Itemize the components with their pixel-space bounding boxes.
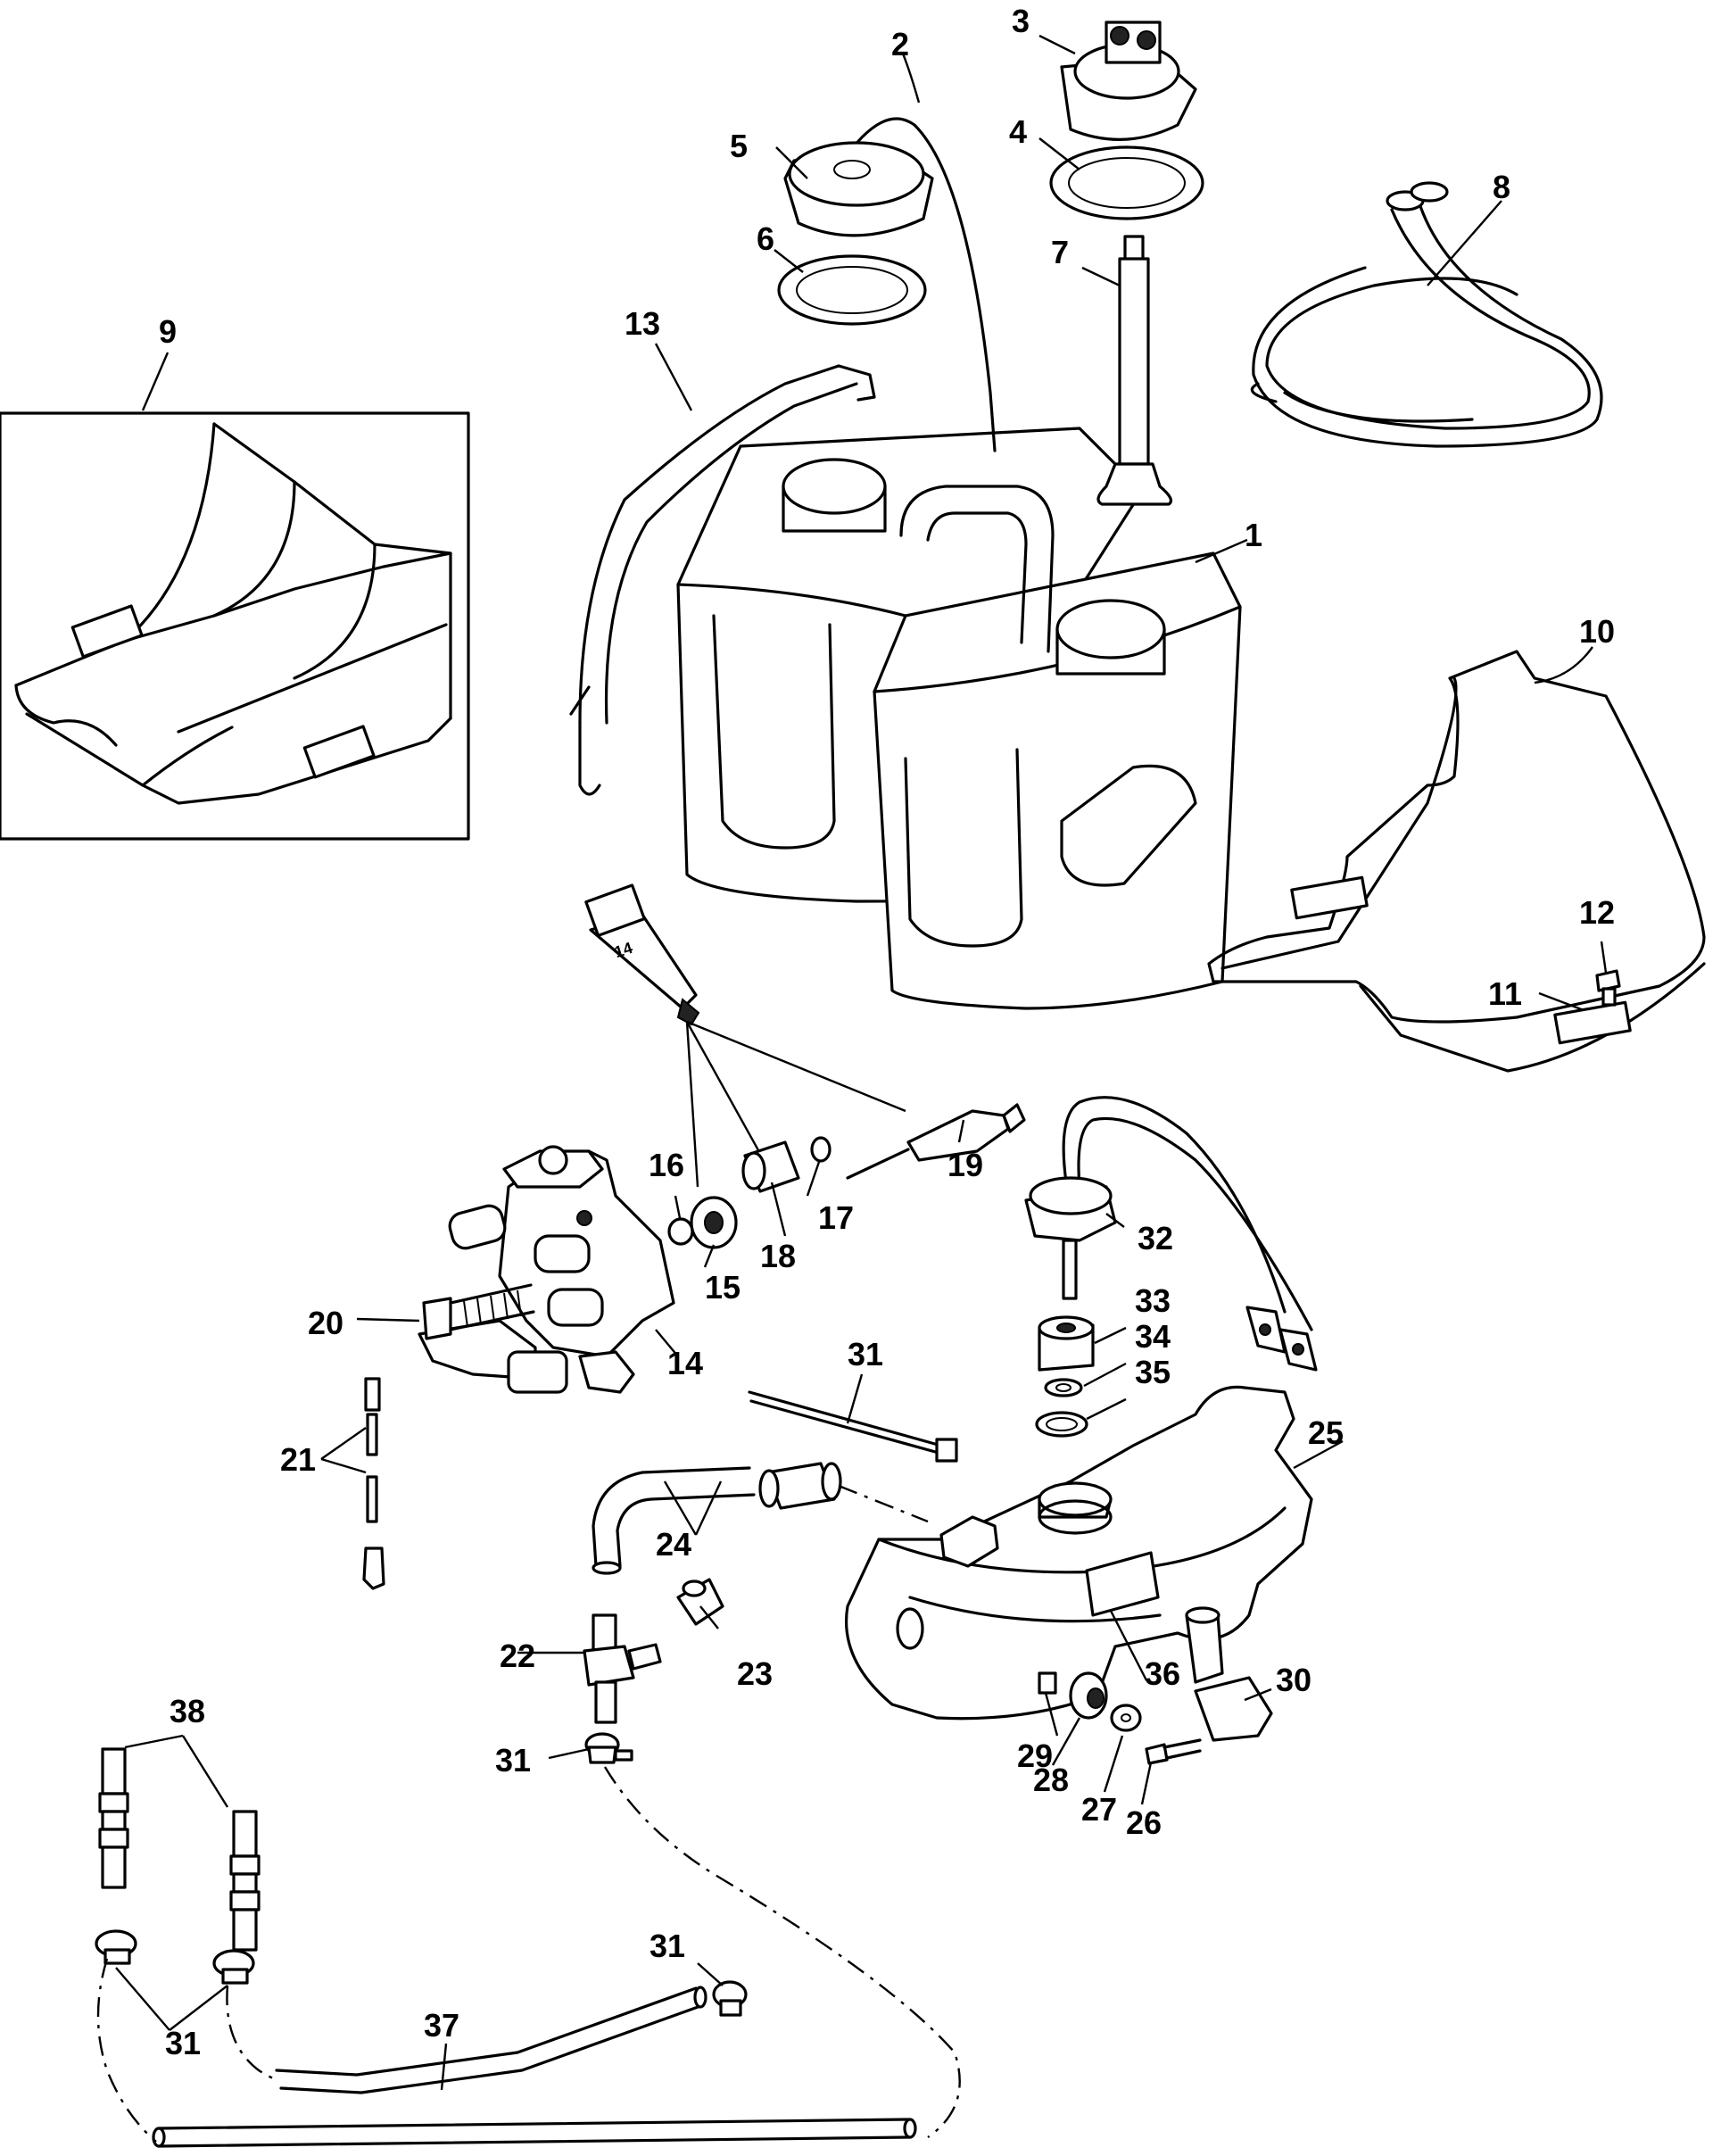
part-31-clamp-center <box>584 1732 633 1764</box>
callout-9: 9 <box>159 313 177 350</box>
part-12-screw <box>1595 969 1621 1007</box>
callout-20: 20 <box>308 1305 343 1341</box>
part-4-gasket <box>1049 145 1204 220</box>
part-23-plug <box>676 1578 724 1626</box>
leader-lines <box>115 34 1608 2091</box>
part-20-bolt <box>422 1283 535 1340</box>
callout-26: 26 <box>1126 1804 1162 1841</box>
part-31-clamp-lower-right <box>712 1980 748 2017</box>
callout-22: 22 <box>500 1638 535 1674</box>
callout-16: 16 <box>649 1147 684 1183</box>
callout-25: 25 <box>1308 1414 1344 1451</box>
part-11-clip-upper <box>1290 875 1369 920</box>
part-34-washer <box>1044 1378 1083 1397</box>
part-15-seal <box>690 1196 738 1249</box>
callout-13: 13 <box>625 305 660 342</box>
callout-12: 12 <box>1579 894 1615 931</box>
part-16-o-ring <box>667 1217 694 1246</box>
callout-11: 11 <box>1488 975 1522 1012</box>
callout-37: 37 <box>424 2007 459 2044</box>
part-5-fill-cap <box>783 141 934 237</box>
part-18-sleeve <box>741 1140 800 1193</box>
callout-29: 29 <box>1017 1737 1053 1774</box>
part-11-clip-lower <box>1553 1000 1632 1045</box>
callout-31-cable-tie: 31 <box>848 1336 883 1372</box>
part-21-pins <box>362 1377 385 1590</box>
part-31-clamp-lower-mid <box>212 1949 255 1985</box>
callout-38: 38 <box>170 1693 205 1729</box>
part-14-oil-pump <box>418 1145 675 1394</box>
part-14-sealant-tube <box>584 883 700 1026</box>
callout-27: 27 <box>1081 1791 1117 1828</box>
callout-33: 33 <box>1135 1282 1171 1319</box>
callout-15: 15 <box>705 1269 741 1306</box>
callout-31-clamp-center: 31 <box>495 1742 531 1779</box>
callout-8: 8 <box>1493 169 1510 205</box>
callout-10: 10 <box>1579 613 1615 650</box>
callout-3: 3 <box>1012 3 1030 39</box>
part-35-seal <box>1035 1411 1088 1438</box>
callout-1: 1 <box>1245 517 1262 553</box>
part-32-level-sensor <box>1024 1096 1318 1372</box>
part-10-wire-bracket <box>1207 650 1706 1073</box>
part-31-cable-tie-upper <box>748 1390 958 1463</box>
part-9-inset-box <box>0 411 470 841</box>
callout-35: 35 <box>1135 1354 1171 1390</box>
part-8-hose-coil <box>1250 181 1603 448</box>
part-19-screwdriver <box>846 1103 1026 1180</box>
callout-14: 14 <box>667 1345 703 1381</box>
callout-21: 21 <box>280 1441 316 1478</box>
callout-17: 17 <box>818 1199 854 1236</box>
callout-4: 4 <box>1009 113 1027 150</box>
part-36-decal <box>1085 1551 1160 1617</box>
callout-31-clamp-right: 31 <box>650 1928 685 1964</box>
callout-2: 2 <box>891 26 909 62</box>
part-29-spacer <box>1038 1671 1057 1695</box>
callout-32: 32 <box>1138 1220 1173 1256</box>
callout-7: 7 <box>1051 234 1069 270</box>
callout-19: 19 <box>947 1147 983 1183</box>
part-28-grommet <box>1069 1671 1108 1720</box>
part-33-spacer <box>1038 1315 1095 1372</box>
part-31-clamp-lower-left <box>95 1929 137 1965</box>
part-9-wire-carrier <box>14 422 452 805</box>
callout-24: 24 <box>656 1526 691 1563</box>
hose-route-dash-upper <box>838 1484 929 1523</box>
callout-23: 23 <box>737 1655 773 1692</box>
part-38-connector-left <box>98 1747 129 1889</box>
part-24-hose <box>592 1462 842 1575</box>
callout-5: 5 <box>730 128 748 164</box>
callout-labels: 1 2 3 4 5 6 7 8 9 10 11 12 13 14 14 15 1… <box>159 3 1615 2061</box>
callout-6: 6 <box>757 220 774 257</box>
callout-31-clamps-left: 31 <box>165 2025 201 2061</box>
part-7-pickup-tube <box>1096 235 1172 506</box>
application-lines <box>685 1020 906 1188</box>
callout-18: 18 <box>760 1238 796 1274</box>
callout-34: 34 <box>1135 1318 1171 1355</box>
part-25-oil-reservoir <box>845 1385 1313 1721</box>
part-27-washer <box>1110 1704 1142 1732</box>
hose-routes-dashed <box>96 1766 961 2143</box>
part-30-hose-piece <box>1185 1606 1273 1742</box>
callout-30: 30 <box>1276 1662 1311 1698</box>
part-17-o-ring <box>810 1136 832 1163</box>
part-38-connector-right <box>229 1810 261 1952</box>
part-2-vent-hose <box>841 117 997 452</box>
callout-28: 28 <box>1033 1762 1069 1798</box>
part-22-tee-fitting <box>583 1613 662 1724</box>
callout-36: 36 <box>1145 1655 1180 1692</box>
part-37-hose <box>152 1986 917 2148</box>
part-3-pickup-cap <box>1060 21 1197 141</box>
part-1-oil-tank <box>676 427 1242 1010</box>
part-26-screw <box>1145 1738 1202 1765</box>
part-13-strap <box>569 364 876 796</box>
